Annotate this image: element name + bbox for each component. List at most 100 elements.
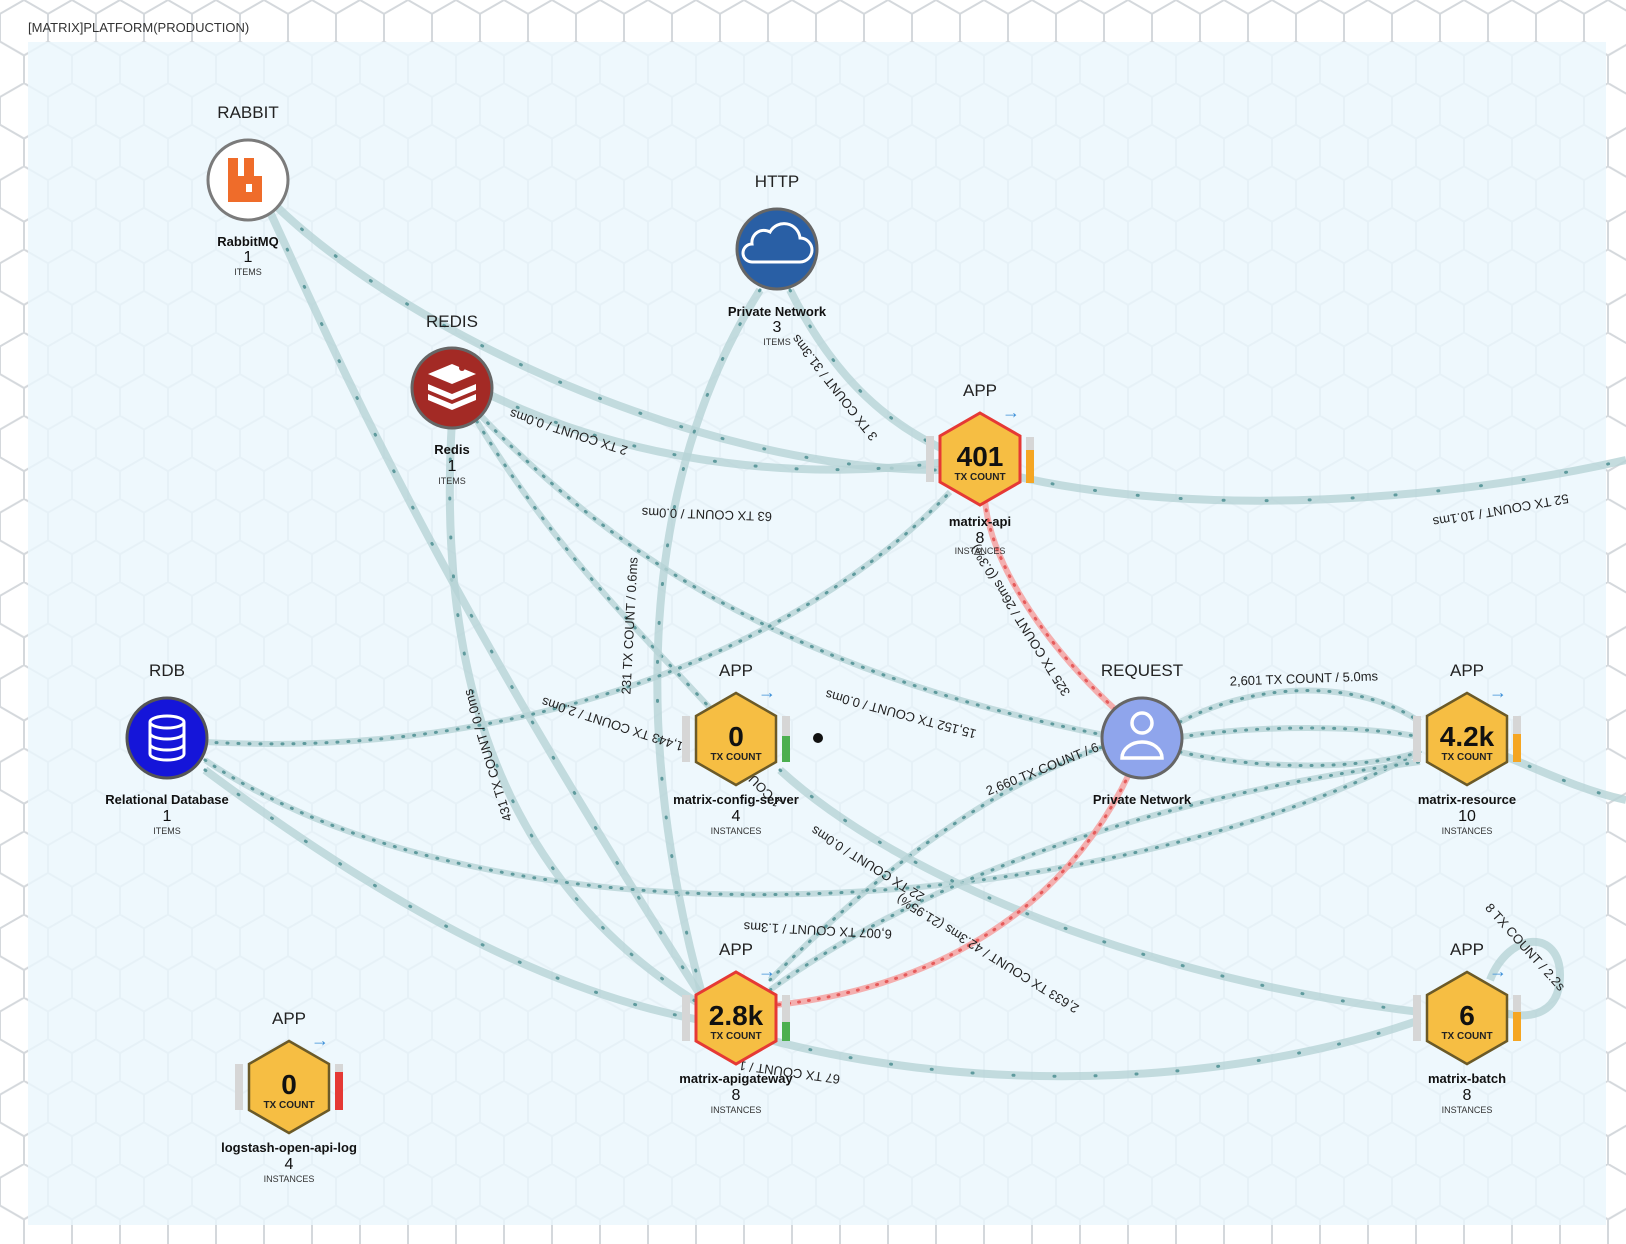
edge-resource-external[interactable]	[1493, 748, 1626, 804]
node-count: 10	[1458, 808, 1476, 825]
open-arrow-icon[interactable]: →	[758, 682, 776, 702]
tx-value: 0	[728, 721, 744, 752]
edge-request-gateway-error[interactable]	[773, 770, 1133, 1008]
edge-redis-gateway[interactable]	[445, 418, 713, 1014]
load-bar-fill	[782, 1022, 790, 1041]
edge-label-request-resource: 2,601 TX COUNT / 5.0ms	[1229, 668, 1378, 688]
node-matrix-batch[interactable]: APP → 6 TX COUNT matrix-batch 8 INSTANCE…	[1413, 940, 1521, 1115]
edge-redis-api[interactable]	[478, 386, 947, 474]
user-icon	[1120, 711, 1164, 760]
node-request[interactable]: REQUEST Private Network	[1093, 661, 1192, 807]
open-arrow-icon[interactable]: →	[311, 1030, 329, 1050]
edge-rdb-api[interactable]	[203, 489, 953, 747]
open-arrow-icon[interactable]: →	[758, 961, 776, 981]
node-unit: ITEMS	[153, 826, 181, 836]
tx-value: 0	[281, 1069, 297, 1100]
node-unit: INSTANCES	[1442, 826, 1493, 836]
node-name: matrix-config-server	[673, 792, 799, 807]
edges-layer	[202, 197, 1626, 1081]
node-count: 8	[1463, 1087, 1472, 1104]
load-bar-fill	[1513, 734, 1521, 762]
node-category: REDIS	[426, 312, 478, 331]
node-category: APP	[963, 381, 997, 400]
node-count: 4	[732, 808, 741, 825]
node-matrix-config-server[interactable]: APP → 0 TX COUNT matrix-config-server 4 …	[673, 661, 823, 836]
edge-request-resource[interactable]	[1178, 687, 1422, 769]
edge-redis-config[interactable]	[467, 408, 733, 733]
edge-api-external[interactable]	[1008, 456, 1626, 505]
node-name: matrix-api	[949, 514, 1011, 529]
edge-rdb-resource[interactable]	[203, 749, 1422, 898]
instance-bar-left	[1413, 716, 1421, 762]
open-arrow-icon[interactable]: →	[1489, 682, 1507, 702]
load-bar-fill	[335, 1072, 343, 1110]
edge-config-batch[interactable]	[777, 767, 1422, 1016]
edge-rdb-gateway[interactable]	[202, 766, 702, 1024]
node-rabbitmq[interactable]: RABBIT RabbitMQ 1 ITEMS	[206, 103, 290, 277]
node-matrix-apigateway[interactable]: APP → 2.8k TX COUNT matrix-apigateway 8 …	[679, 940, 793, 1115]
cloud-icon	[741, 222, 814, 264]
node-name: matrix-resource	[1418, 792, 1516, 807]
node-name: Private Network	[728, 304, 827, 319]
instance-bar-left	[682, 716, 690, 762]
open-arrow-icon[interactable]: →	[1489, 961, 1507, 981]
node-count: 3	[773, 319, 782, 336]
node-name: logstash-open-api-log	[221, 1140, 357, 1155]
node-count: 1	[163, 808, 172, 825]
edge-label-redis-api-b: 63 TX COUNT / 0.0ms	[641, 505, 772, 525]
node-name: RabbitMQ	[217, 234, 278, 249]
node-unit: ITEMS	[438, 476, 466, 486]
node-matrix-resource[interactable]: APP → 4.2k TX COUNT matrix-resource 10 I…	[1413, 661, 1521, 836]
tx-unit: TX COUNT	[710, 752, 761, 763]
platform-title: [MATRIX]PLATFORM(PRODUCTION)	[28, 20, 249, 35]
edge-api-request-error[interactable]	[982, 498, 1121, 715]
rabbitmq-icon	[228, 158, 262, 202]
edge-gateway-resource[interactable]	[768, 759, 1422, 993]
node-category: APP	[1450, 661, 1484, 680]
edge-rabbit-gateway[interactable]	[266, 210, 714, 1013]
edge-label-http-gateway: 231 TX COUNT / 0.6ms	[618, 556, 640, 695]
instance-bar-left	[682, 995, 690, 1041]
edge-batch-loop[interactable]	[1486, 937, 1565, 1020]
node-matrix-api[interactable]: APP → 401 TX COUNT matrix-api 8 INSTANCE…	[926, 381, 1034, 556]
instance-bar-left	[926, 436, 934, 482]
load-bar-fill	[1513, 1012, 1521, 1041]
edge-gateway-request[interactable]	[767, 742, 1110, 983]
instance-bar-right	[782, 995, 790, 1041]
tx-value: 401	[957, 441, 1004, 472]
node-count: 8	[976, 530, 985, 547]
node-count: 4	[285, 1156, 294, 1173]
node-unit: INSTANCES	[711, 1105, 762, 1115]
edge-rabbit-api[interactable]	[267, 197, 942, 474]
edge-gateway-batch[interactable]	[768, 1016, 1422, 1081]
node-unit: ITEMS	[763, 337, 791, 347]
node-unit: INSTANCES	[1442, 1105, 1493, 1115]
tx-unit: TX COUNT	[263, 1100, 314, 1111]
tx-value: 2.8k	[709, 1000, 764, 1031]
open-arrow-icon[interactable]: →	[1002, 402, 1020, 422]
node-category: APP	[719, 661, 753, 680]
app-hexagon	[938, 411, 1022, 507]
tx-value: 6	[1459, 1000, 1475, 1031]
node-name: Private Network	[1093, 792, 1192, 807]
node-unit: INSTANCES	[711, 826, 762, 836]
node-unit: INSTANCES	[264, 1174, 315, 1184]
node-http[interactable]: HTTP Private Network 3 ITEMS	[728, 172, 827, 347]
node-unit: ITEMS	[234, 267, 262, 277]
node-category: RDB	[149, 661, 185, 680]
node-redis[interactable]: REDIS Redis 1 ITEMS	[410, 312, 494, 486]
edge-redis-request[interactable]	[477, 412, 1142, 745]
app-hexagon	[1425, 970, 1509, 1066]
tx-unit: TX COUNT	[1441, 752, 1492, 763]
tx-value: 4.2k	[1440, 721, 1495, 752]
tx-unit: TX COUNT	[710, 1031, 761, 1042]
node-count: 1	[448, 458, 457, 475]
instance-bar-left	[235, 1064, 243, 1110]
node-logstash-open-api-log[interactable]: APP → 0 TX COUNT logstash-open-api-log 4…	[221, 1009, 357, 1184]
node-name: matrix-apigateway	[679, 1071, 793, 1086]
edge-http-api[interactable]	[786, 288, 947, 454]
tx-unit: TX COUNT	[1441, 1031, 1492, 1042]
node-rdb[interactable]: RDB Relational Database 1 ITEMS	[105, 661, 229, 836]
load-bar-fill	[1026, 450, 1034, 483]
